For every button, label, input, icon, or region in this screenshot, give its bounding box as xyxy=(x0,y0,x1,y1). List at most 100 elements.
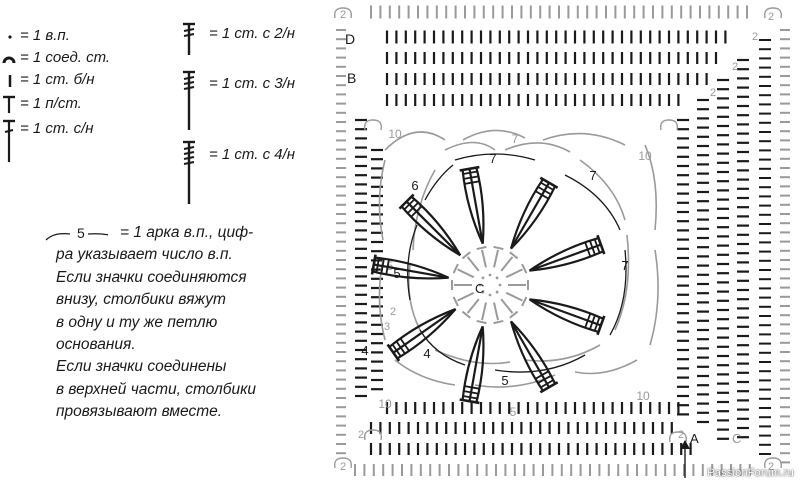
chain-arc xyxy=(378,159,386,241)
legend-chain-label: = 1 в.п. xyxy=(20,27,70,44)
ring-arc xyxy=(407,224,418,301)
center-chain xyxy=(495,290,499,294)
center-chain xyxy=(481,276,485,280)
arc-count: 2 xyxy=(340,461,346,473)
treble-2-symbol xyxy=(183,22,195,55)
center-stitch xyxy=(500,256,514,272)
cluster-bar xyxy=(539,181,555,192)
center-stitch-top xyxy=(452,296,459,307)
arc-count: 3 xyxy=(384,321,390,333)
cluster-bar xyxy=(537,374,552,385)
legend-treble-3-label: = 1 ст. с 3/н xyxy=(209,75,296,92)
cluster-top xyxy=(386,343,401,362)
cluster-stitch xyxy=(392,308,457,354)
cluster-bar xyxy=(380,258,385,275)
cluster-bar xyxy=(410,205,423,218)
arc-count: 2 xyxy=(732,61,738,73)
note-line-1: 5 = 1 арка в.п., циф- xyxy=(45,222,256,244)
cluster-stitch xyxy=(510,320,550,388)
cluster-stitch xyxy=(509,178,544,249)
arc-count: 5 xyxy=(387,259,394,273)
cluster-stitch xyxy=(461,325,484,401)
center-ring xyxy=(451,245,529,325)
cluster-stitch xyxy=(510,185,557,250)
arc-count: 10 xyxy=(638,149,652,163)
cluster-stitch xyxy=(529,298,602,327)
cluster-stitch xyxy=(529,243,602,272)
cluster-bar xyxy=(375,257,381,274)
ring-count: 4 xyxy=(361,343,368,358)
arc-count: 2 xyxy=(390,306,396,318)
note-line-8: в верхней части, столбики xyxy=(56,380,257,398)
legend-slip-stitch-label: = 1 соед. ст. xyxy=(20,49,111,66)
corner-curl xyxy=(668,431,688,443)
arc-count: 10 xyxy=(636,389,650,403)
row-label-b: B xyxy=(347,70,356,86)
chain-arc xyxy=(542,132,626,146)
cluster-bar xyxy=(399,337,411,352)
corner-curl xyxy=(333,7,353,19)
cluster-top xyxy=(370,254,377,275)
center-chain xyxy=(495,276,499,280)
ring-count: 6 xyxy=(411,178,418,193)
chain-arc xyxy=(574,359,638,375)
cluster-stitch xyxy=(374,256,450,279)
cluster-bar xyxy=(462,170,479,176)
cluster-top xyxy=(459,165,480,172)
cluster-bar xyxy=(391,343,402,358)
corner-curl xyxy=(763,7,783,19)
ring-arc xyxy=(494,354,586,373)
center-stitch xyxy=(481,302,487,321)
cluster-stitch xyxy=(405,200,462,257)
center-chain xyxy=(488,293,492,297)
cluster-stitch xyxy=(372,270,449,280)
chain-stitch-symbol xyxy=(8,35,12,39)
note-line-7: Если значки соединены xyxy=(56,358,227,376)
cluster-bar xyxy=(584,312,592,329)
center-stitch xyxy=(505,291,523,302)
center-stitch xyxy=(481,249,487,268)
center-stitch xyxy=(493,249,499,268)
ring-count: 7 xyxy=(589,168,596,183)
ring-count: 5 xyxy=(501,373,508,388)
cluster-bar xyxy=(539,378,555,389)
center-stitch-top xyxy=(521,296,528,307)
arc-count: 2 xyxy=(768,461,774,473)
cluster-stitch xyxy=(468,326,484,402)
corner-curl xyxy=(363,429,383,441)
note-line-4: внизу, столбики вяжут xyxy=(56,291,226,309)
center-stitch xyxy=(457,268,475,279)
center-stitch-top xyxy=(521,263,528,274)
arc-count: 10 xyxy=(388,127,402,141)
arc-count: 5 xyxy=(510,405,517,419)
corner-curl xyxy=(763,457,783,469)
arc-count: 2 xyxy=(340,9,346,21)
arc-count: 2 xyxy=(678,429,684,441)
corner-curl xyxy=(363,119,383,131)
arc-count: 2 xyxy=(710,87,716,99)
cluster-bar xyxy=(588,314,597,331)
center-stitch xyxy=(505,268,523,279)
chain-arc xyxy=(384,131,446,151)
chain-arc xyxy=(524,344,601,362)
ring-arc xyxy=(419,329,466,366)
chain-arc xyxy=(462,129,526,141)
ring-count: 7 xyxy=(489,151,496,166)
cluster-bar xyxy=(463,385,480,390)
watermark: PassionForum.ru xyxy=(707,467,794,479)
arc-count: 2 xyxy=(752,31,758,43)
symbol-legend: = 1 в.п. = 1 соед. ст. = 1 ст. б/н = 1 п… xyxy=(0,0,320,483)
cluster-stitch xyxy=(475,167,485,244)
center-chain xyxy=(488,273,492,277)
cluster-bar xyxy=(463,390,480,395)
cluster-bar xyxy=(385,258,390,275)
arc-example: 5 xyxy=(45,224,120,242)
center-stitch-top xyxy=(493,245,504,251)
cluster-bar xyxy=(403,198,416,211)
cluster-stitch xyxy=(528,237,599,272)
chain-arc xyxy=(504,142,571,153)
note-line-5: в одну и ту же петлю xyxy=(56,313,218,331)
cluster-stitch xyxy=(461,169,484,245)
legend-treble-2-label: = 1 ст. с 2/н xyxy=(209,25,296,42)
